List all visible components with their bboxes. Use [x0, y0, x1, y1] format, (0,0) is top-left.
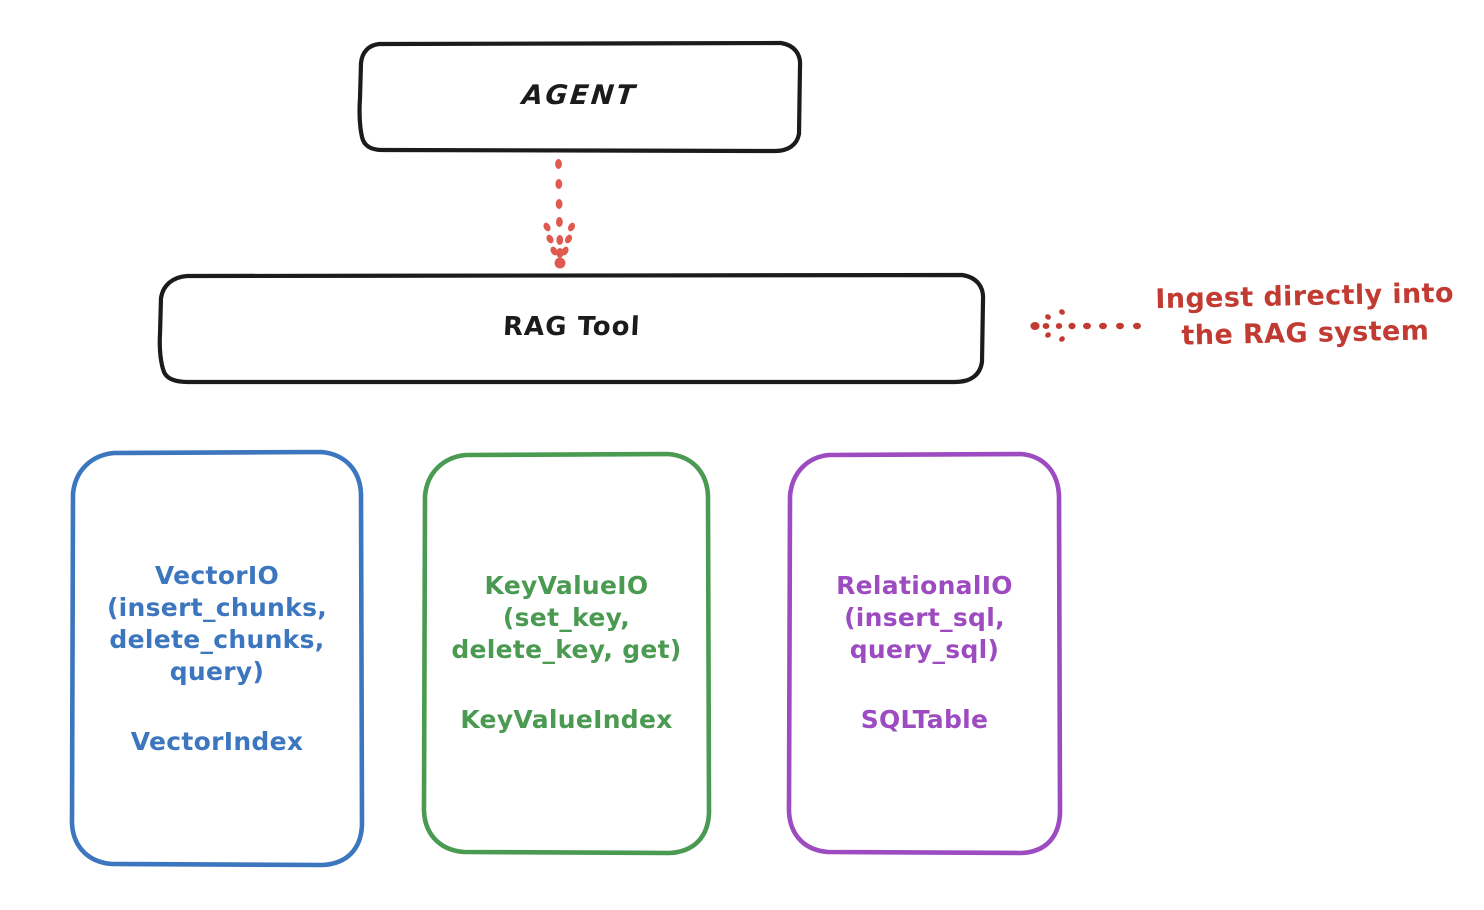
annotation-ingest: Ingest directly into the RAG system [1155, 277, 1455, 352]
node-agent[interactable]: AGENT [357, 40, 803, 154]
node-key-value-io[interactable]: KeyValueIO (set_key, delete_key, get) Ke… [420, 450, 713, 856]
agent-label: AGENT [520, 80, 640, 112]
node-vector-io[interactable]: VectorIO (insert_chunks, delete_chunks, … [68, 448, 366, 869]
vector-io-api-label: VectorIO (insert_chunks, delete_chunks, … [106, 560, 328, 686]
rag-tool-label: RAG Tool [502, 312, 642, 343]
relational-io-index-label: SQLTable [860, 705, 989, 734]
relational-io-api-label: RelationalIO (insert_sql, query_sql) [836, 571, 1013, 664]
node-relational-io[interactable]: RelationalIO (insert_sql, query_sql) SQL… [785, 450, 1064, 856]
key-value-io-index-label: KeyValueIndex [460, 705, 673, 734]
vector-io-index-label: VectorIndex [130, 726, 304, 756]
edge-ingest-pointer [1030, 309, 1141, 342]
node-rag-tool[interactable]: RAG Tool [157, 272, 986, 385]
key-value-io-api-label: KeyValueIO (set_key, delete_key, get) [451, 571, 682, 664]
edge-agent-to-rag-tool [543, 159, 576, 269]
